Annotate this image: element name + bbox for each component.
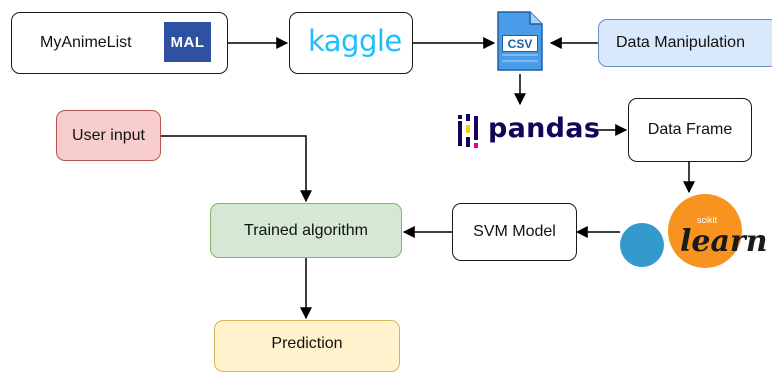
node-svm-model: SVM Model — [452, 203, 577, 261]
sklearn-logo-label: learn — [680, 224, 768, 259]
scikit-learn-logo-icon — [620, 194, 742, 268]
node-user-input: User input — [56, 110, 161, 161]
node-trained-algorithm: Trained algorithm — [210, 203, 402, 258]
node-data-frame-label: Data Frame — [647, 121, 733, 138]
kaggle-logo-icon: kaggle — [308, 24, 402, 58]
edge-user-input-to-trained — [161, 135, 312, 203]
mal-logo-text: MAL — [170, 33, 205, 51]
sklearn-logo-text: learn — [680, 224, 768, 259]
pandas-logo-icon — [458, 114, 478, 148]
csv-label-text: CSV — [507, 36, 533, 51]
node-data-frame: Data Frame — [628, 98, 752, 162]
pandas-logo-text: pandas — [488, 113, 600, 144]
csv-label: CSV — [502, 35, 538, 52]
node-prediction: Prediction — [214, 320, 400, 372]
mal-logo-icon: MAL — [164, 22, 211, 62]
kaggle-logo-text: kaggle — [308, 24, 402, 58]
pandas-logo-label: pandas — [488, 113, 601, 144]
node-trained-algorithm-label: Trained algorithm — [244, 221, 368, 239]
sklearn-small-label: scikit — [697, 215, 717, 225]
node-prediction-label: Prediction — [271, 335, 343, 352]
node-user-input-label: User input — [72, 126, 145, 144]
node-svm-model-label: SVM Model — [473, 223, 556, 240]
node-kaggle — [289, 12, 413, 74]
node-data-manipulation-label: Data Manipulation — [616, 34, 745, 51]
diagram-edges — [161, 37, 695, 320]
node-data-manipulation: Data Manipulation — [598, 19, 772, 67]
sklearn-small-text: scikit — [697, 215, 717, 225]
node-myanimelist-label: MyAnimeList — [40, 34, 132, 51]
